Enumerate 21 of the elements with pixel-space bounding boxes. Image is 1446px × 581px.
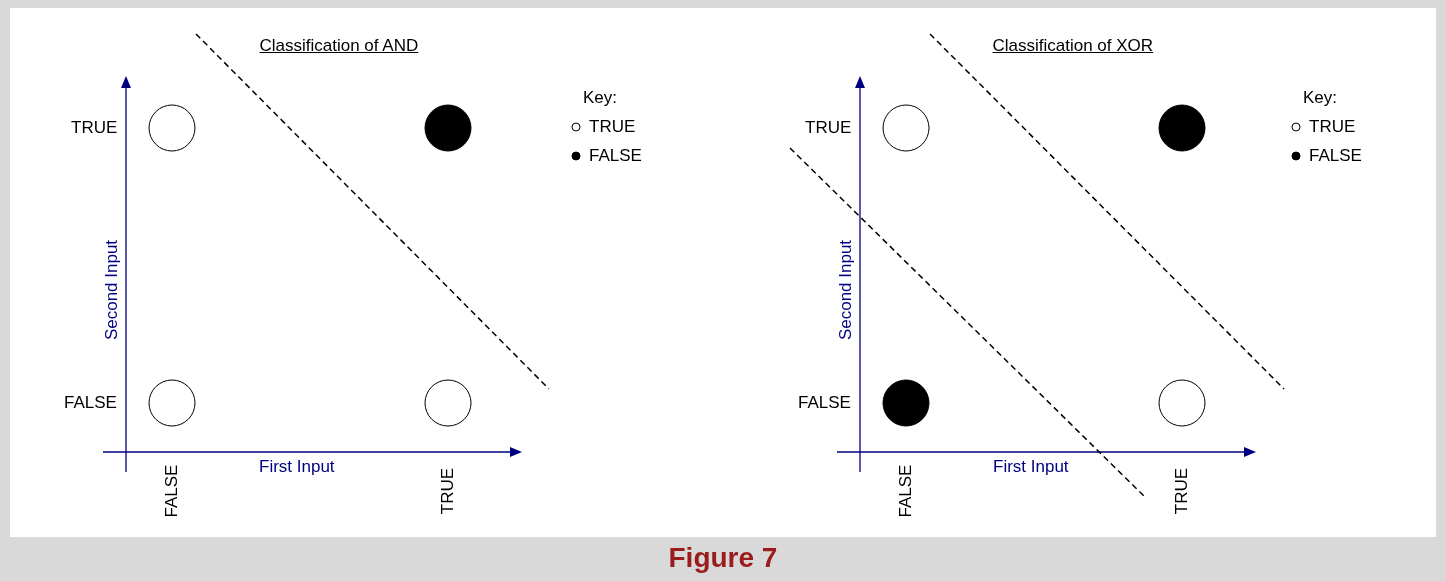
axis-tick-label: TRUE xyxy=(438,467,459,515)
axis-tick-label: FALSE xyxy=(895,464,916,518)
chart-title: Classification of AND xyxy=(259,36,419,56)
axis-tick-label: FALSE xyxy=(798,393,851,413)
axis-title: Second Input xyxy=(836,239,857,341)
axis-title: Second Input xyxy=(102,239,123,341)
axis-tick-label: FALSE xyxy=(64,393,117,413)
legend-label: TRUE xyxy=(589,117,636,137)
axis-tick-label: TRUE xyxy=(1172,467,1193,515)
legend-label: TRUE xyxy=(1309,117,1356,137)
axis-tick-label: TRUE xyxy=(805,118,852,138)
chart-title: Classification of XOR xyxy=(992,36,1154,56)
legend-title: Key: xyxy=(1303,88,1338,108)
axis-title: First Input xyxy=(993,457,1069,477)
axis-tick-label: FALSE xyxy=(161,464,182,518)
figure-caption: Figure 7 xyxy=(668,542,778,574)
axis-tick-label: TRUE xyxy=(71,118,118,138)
legend-title: Key: xyxy=(583,88,618,108)
legend-label: FALSE xyxy=(1309,146,1362,166)
legend-label: FALSE xyxy=(589,146,642,166)
axis-title: First Input xyxy=(259,457,335,477)
